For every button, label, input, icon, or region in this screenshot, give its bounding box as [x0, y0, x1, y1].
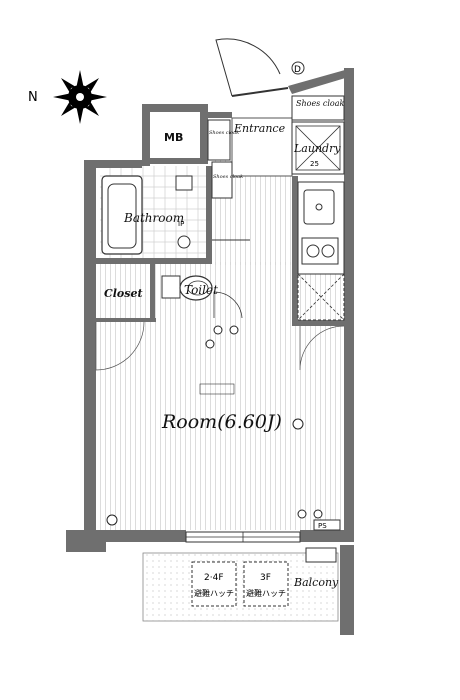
balcony-drain	[305, 547, 337, 563]
sink-icon	[303, 189, 335, 225]
shoes-cloak-small-label-1: Shoes cloak	[209, 130, 239, 136]
entrance-label: Entrance	[233, 122, 286, 135]
ps-box	[313, 519, 341, 531]
kitchen-counter	[297, 181, 345, 275]
main-room-label: Room(6.60J)	[161, 411, 282, 433]
evacuation-hatch-1: 2·4F 避難ハッチ	[191, 561, 237, 607]
outlet-icon	[297, 509, 307, 519]
laundry-temp-label: 25	[310, 160, 319, 168]
bathtub	[101, 175, 143, 255]
door-marker	[291, 61, 305, 75]
outlet-icon	[205, 339, 215, 349]
hatch-floors-1: 2·4F	[204, 573, 224, 583]
mb-label: MB	[164, 131, 183, 144]
evacuation-hatch-2: 3F 避難ハッチ	[243, 561, 289, 607]
ceiling-fixture	[199, 383, 235, 395]
entrance-door: D	[215, 38, 305, 97]
balcony-side-wall	[340, 545, 354, 635]
outlet-icon	[313, 509, 323, 519]
entrance-floor	[231, 117, 293, 177]
hatch-label-1: 避難ハッチ	[194, 588, 234, 598]
closet-label: Closet	[104, 287, 143, 300]
walls	[66, 68, 354, 552]
shoes-cloak-label: Shoes cloak	[296, 99, 344, 108]
main-room-floor	[96, 262, 341, 530]
outlet-icon	[213, 325, 223, 335]
shoes-cloak-small-1	[207, 119, 231, 161]
light-switch-icon	[292, 418, 304, 430]
balcony-label: Balcony	[293, 576, 339, 589]
ps-label: PS	[318, 522, 327, 530]
shoes-cloak-cabinet	[291, 95, 345, 121]
outlet-icon	[106, 514, 118, 526]
hatch-label-2: 避難ハッチ	[246, 588, 286, 598]
toilet-label: Toilet	[184, 283, 218, 297]
bath-faucet-icon	[175, 175, 193, 191]
balcony-window	[185, 531, 301, 543]
laundry-pan	[291, 121, 345, 175]
shoes-cloak-small-label-2: Shoes cloak	[213, 174, 243, 180]
compass-rose: N	[28, 70, 107, 124]
toilet-door	[213, 291, 243, 319]
bath-ip-label: IP	[178, 220, 184, 228]
bathroom-label: Bathroom	[123, 211, 184, 225]
compass-star-icon	[53, 70, 107, 124]
hatch-floors-2: 3F	[260, 573, 271, 583]
toilet-fixture	[161, 275, 213, 301]
refrigerator-space	[297, 273, 345, 321]
door-marker-label: D	[294, 65, 301, 75]
laundry-label: Laundry	[293, 142, 341, 155]
stove-icon	[301, 237, 339, 265]
outlet-icon	[229, 325, 239, 335]
compass-north-label: N	[28, 90, 38, 105]
balcony-floor	[142, 552, 339, 622]
shoes-cloak-small-2	[211, 161, 233, 199]
room-door-swing	[299, 325, 345, 371]
closet-door	[95, 321, 145, 371]
bath-drain-icon	[177, 235, 191, 249]
